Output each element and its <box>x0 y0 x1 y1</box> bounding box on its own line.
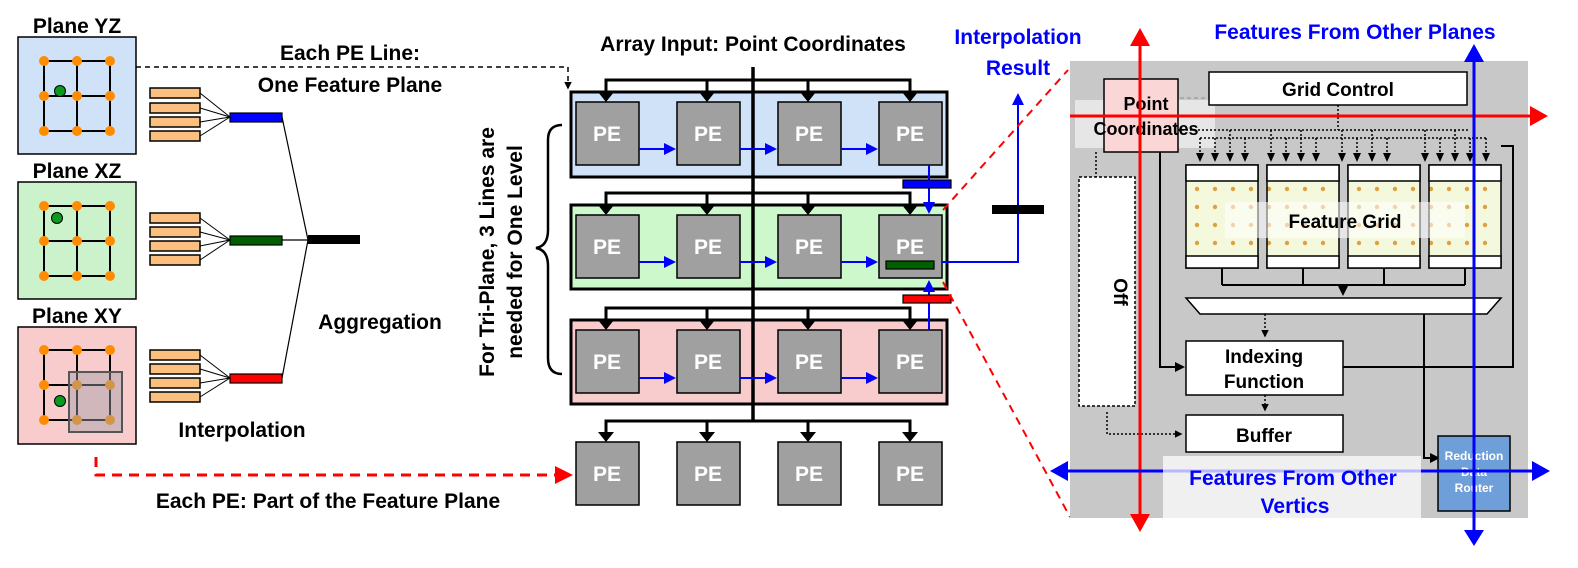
array-input-label: Array Input: Point Coordinates <box>600 33 906 56</box>
pe-part-dashed-arrow <box>94 457 573 484</box>
coords-to-indexing-path <box>1159 152 1185 372</box>
interp-result-label-2: Result <box>986 57 1050 80</box>
interpolation-label: Interpolation <box>178 419 305 442</box>
network-red-vertical <box>1130 28 1150 532</box>
pe-label: PE <box>593 351 621 374</box>
pe-chain-arrows <box>639 143 878 384</box>
pe-line-dashed-arrow <box>136 66 572 90</box>
bank-to-mux <box>1221 268 1466 296</box>
indexing-function-box <box>1185 340 1344 396</box>
buffer-label: Buffer <box>1236 426 1293 447</box>
triplane-note-1: For Tri-Plane, 3 Lines are <box>476 127 499 377</box>
row3-result-bar <box>902 294 952 304</box>
pe-labels: PE PE PE PE PE PE PE PE PE PE PE PE PE P… <box>593 123 924 486</box>
pe-label: PE <box>795 123 823 146</box>
point-coordinates-label-2: Coordinates <box>1093 119 1198 139</box>
pe-label: PE <box>694 123 722 146</box>
pe-label: PE <box>795 463 823 486</box>
feature-grid-label: Feature Grid <box>1289 212 1402 233</box>
pe-label: PE <box>896 351 924 374</box>
pe-part-label: Each PE: Part of the Feature Plane <box>156 490 500 513</box>
plane-yz <box>17 36 137 155</box>
network-blue-vertical <box>1464 44 1484 546</box>
point-coordinates-label-1: Point <box>1124 94 1169 114</box>
pe-line-label-1: Each PE Line: <box>280 42 420 65</box>
features-other-planes-label: Features From Other Planes <box>1214 21 1495 44</box>
plane-xz <box>17 181 137 300</box>
off-to-buffer-dotted <box>1106 412 1183 438</box>
grid-control-box <box>1208 71 1468 106</box>
pe-label: PE <box>593 123 621 146</box>
plane-xy-label: Plane XY <box>32 305 122 328</box>
pe-label: PE <box>694 236 722 259</box>
aggregation-lines <box>281 116 309 379</box>
grid-control-label: Grid Control <box>1282 80 1394 101</box>
distribution-lines <box>604 78 912 440</box>
aggregation-bar <box>308 235 360 244</box>
mux-to-router-path <box>1423 314 1440 463</box>
buffer-box <box>1185 414 1344 453</box>
highlight-bottom <box>1163 456 1421 518</box>
row2-result-bar <box>885 260 935 270</box>
off-label: Off <box>1109 278 1130 306</box>
pe-label: PE <box>896 236 924 259</box>
network-red-horizontal <box>1070 106 1548 126</box>
dotted-distribution <box>1178 105 1487 155</box>
pe-boxes <box>575 101 943 506</box>
aggregated-result-bar <box>992 205 1044 214</box>
aggregation-label: Aggregation <box>318 311 442 334</box>
pe-label: PE <box>795 236 823 259</box>
plane-yz-label: Plane YZ <box>33 15 121 38</box>
interp-result-label-1: Interpolation <box>954 26 1081 49</box>
pe-label: PE <box>795 351 823 374</box>
grid-feedback-path <box>1343 145 1514 368</box>
off-box <box>1078 176 1136 407</box>
indexing-function-label-2: Function <box>1224 372 1304 393</box>
distribution-arrowheads <box>598 92 918 442</box>
interp-bar-green <box>229 235 283 246</box>
mux-shape <box>1184 297 1503 315</box>
triplane-note-2: needed for One Level <box>504 145 527 359</box>
pe-label: PE <box>896 123 924 146</box>
zoom-line-bottom <box>942 281 1071 518</box>
features-other-vertics-label-2: Vertics <box>1261 495 1330 518</box>
feature-grid-label-bg <box>1225 202 1465 238</box>
zoom-line-top <box>942 69 1069 211</box>
triplane-brace <box>535 123 563 376</box>
pe-label: PE <box>593 236 621 259</box>
feature-stacks <box>149 87 201 403</box>
pe-line-label-2: One Feature Plane <box>258 74 442 97</box>
features-other-vertics-label-1: Features From Other <box>1189 467 1397 490</box>
plane-xy <box>17 326 137 445</box>
indexing-function-label-1: Indexing <box>1225 347 1303 368</box>
interp-bar-blue <box>229 112 283 123</box>
row1-result-bar <box>902 179 952 189</box>
dotted-arrowheads <box>1196 153 1490 162</box>
feature-stack-lines <box>199 92 231 398</box>
pe-label: PE <box>593 463 621 486</box>
pe-label: PE <box>694 351 722 374</box>
pe-label: PE <box>694 463 722 486</box>
plane-xz-label: Plane XZ <box>33 160 122 183</box>
pe-label: PE <box>896 463 924 486</box>
interp-bar-red <box>229 373 283 384</box>
